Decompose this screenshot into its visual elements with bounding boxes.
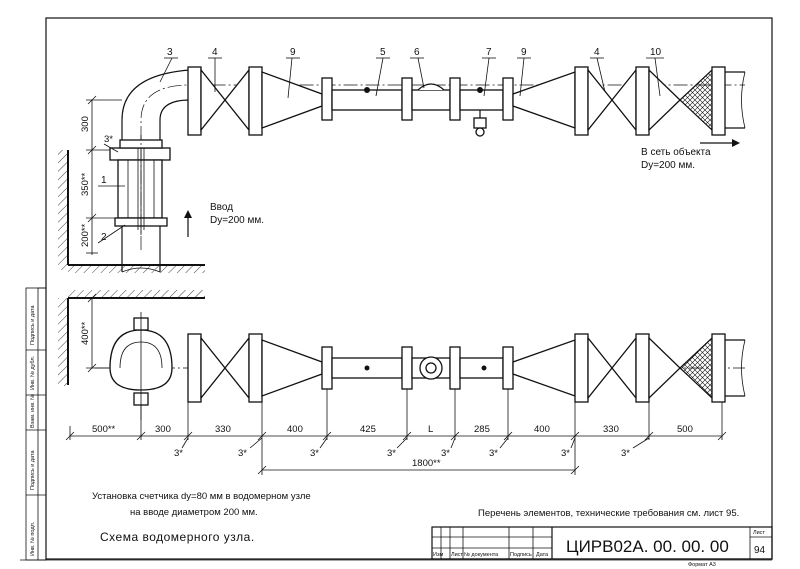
weld-mark-3: 3* xyxy=(310,448,319,459)
dim-300: 300 xyxy=(155,424,171,435)
sheet-number: 94 xyxy=(754,545,766,556)
inlet-label: Ввод xyxy=(210,202,233,213)
weld-mark-7: 3* xyxy=(561,448,570,459)
callout-6: 6 xyxy=(414,47,420,58)
plan-centerline xyxy=(140,84,745,250)
callout-3: 3 xyxy=(167,47,173,58)
callout-10: 10 xyxy=(650,47,662,58)
dim-1800: 1800** xyxy=(412,458,441,469)
dim-L: L xyxy=(428,424,433,435)
callout-4-left: 4 xyxy=(212,47,218,58)
stamp-podl: Инв. № подл. xyxy=(30,521,36,556)
outlet-diameter: Dy=200 мм. xyxy=(641,160,695,171)
wall-hatch xyxy=(58,150,205,273)
tb-col-sign: Подпись xyxy=(510,552,532,558)
dim-500-left: 500** xyxy=(92,424,116,435)
elevation-view: 400** xyxy=(58,290,746,420)
dimension-chain: 500** 300 330 400 425 L 285 400 330 500 … xyxy=(65,389,727,475)
sheet-header: Лист xyxy=(753,530,765,536)
weld-mark-6: 3* xyxy=(489,448,498,459)
weld-mark-2: 3* xyxy=(238,448,247,459)
outlet-arrow xyxy=(700,139,740,147)
dim-350: 350** xyxy=(80,172,91,196)
tb-col-date: Дата xyxy=(536,552,549,558)
dim-300-vertical: 300 xyxy=(80,116,91,132)
dim-400-right: 400 xyxy=(534,424,550,435)
dim-500-right: 500 xyxy=(677,424,693,435)
note-meter-line2: на вводе диаметром 200 мм. xyxy=(130,507,258,518)
callout-5: 5 xyxy=(380,47,386,58)
weld-mark-8: 3* xyxy=(621,448,630,459)
tb-col-list: Лист xyxy=(451,552,463,558)
dim-200: 200** xyxy=(80,223,91,247)
dim-285: 285 xyxy=(474,424,490,435)
callout-2: 2 xyxy=(101,232,107,243)
callouts: 3 4 9 5 6 7 9 4 10 1 2 xyxy=(97,47,664,244)
plan-view: 3 4 9 5 6 7 9 4 10 1 2 xyxy=(58,47,746,273)
document-code: ЦИРВ02А. 00. 00. 00 xyxy=(566,537,729,556)
outlet-label: В сеть объекта xyxy=(641,146,711,158)
tb-col-izm: Изм xyxy=(433,552,443,558)
stamp-sign-date-1: Подпись и дата xyxy=(30,305,36,345)
dim-330-left: 330 xyxy=(215,424,231,435)
stamp-sign-date-2: Подпись и дата xyxy=(30,450,36,490)
inlet-diameter: Dy=200 мм. xyxy=(210,215,264,226)
plan-vertical-dims: 300 350** 200** 3* xyxy=(80,95,122,255)
weld-mark-4: 3* xyxy=(387,448,396,459)
dim-330-right: 330 xyxy=(603,424,619,435)
tb-col-doc: № документа xyxy=(464,552,499,558)
callout-4-right: 4 xyxy=(594,47,600,58)
weld-mark-1: 3* xyxy=(174,448,183,459)
dim-400-left: 400 xyxy=(287,424,303,435)
weld-mark-5: 3* xyxy=(441,448,450,459)
title-block: Изм Лист № документа Подпись Дата ЦИРВ02… xyxy=(431,526,773,568)
callout-7: 7 xyxy=(486,47,492,58)
weld-mark-plan: 3* xyxy=(104,134,113,145)
callout-9-right: 9 xyxy=(521,47,527,58)
side-stamp: Подпись и дата Инв. № дубл. Взам. инв. №… xyxy=(25,287,47,561)
note-reference: Перечень элементов, технические требован… xyxy=(478,508,739,519)
stamp-vzam: Взам. инв. № xyxy=(30,394,36,428)
callout-1: 1 xyxy=(101,175,107,186)
inlet-arrow xyxy=(184,210,192,237)
sheet-format: Формат А3 xyxy=(688,562,716,568)
dim-400-vertical: 400** xyxy=(80,321,91,345)
stamp-dubl: Инв. № дубл. xyxy=(30,355,36,390)
dim-425: 425 xyxy=(360,424,376,435)
callout-9-left: 9 xyxy=(290,47,296,58)
drawing-caption: Схема водомерного узла. xyxy=(100,530,255,544)
note-meter-line1: Установка счетчика dy=80 мм в водомерном… xyxy=(92,491,311,502)
